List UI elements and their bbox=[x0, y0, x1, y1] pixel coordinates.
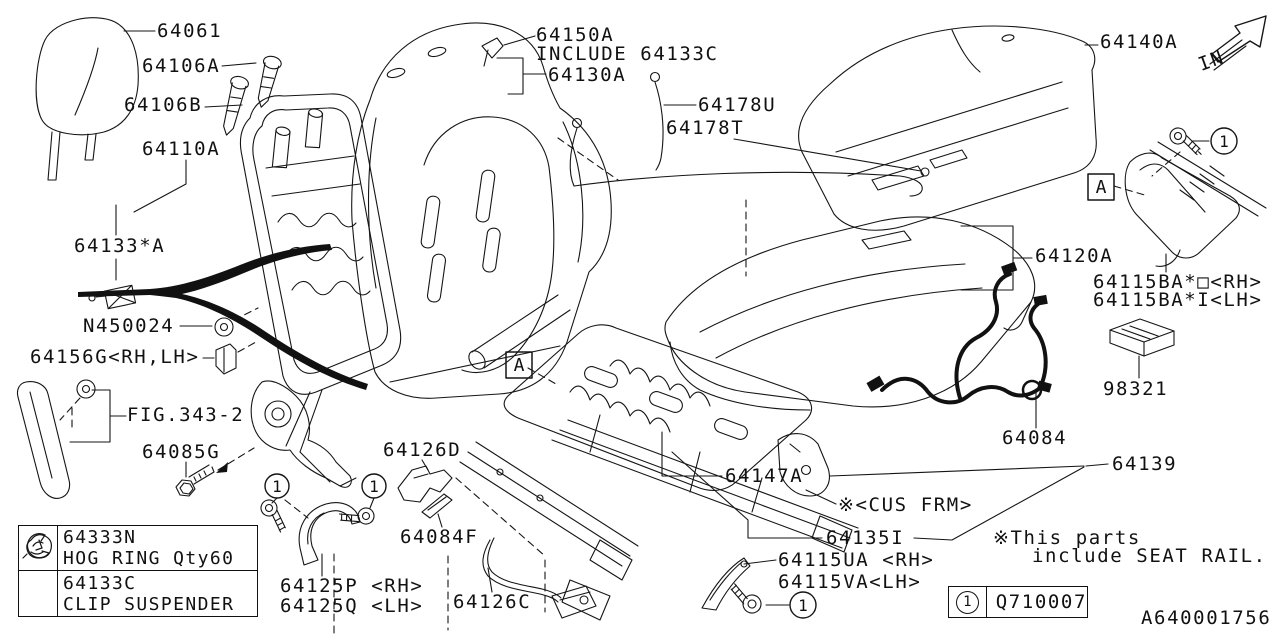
fastener-callout-2: 1 bbox=[272, 477, 282, 496]
ref-label-fig-343-2: FIG.343-2 bbox=[127, 404, 245, 426]
part-label-64115va: 64115VA<LH> bbox=[778, 571, 922, 593]
legend-part-desc: CLIP SUSPENDER bbox=[63, 593, 235, 615]
part-label-64061: 64061 bbox=[157, 20, 223, 42]
part-label-64110a: 64110A bbox=[142, 138, 221, 160]
part-label-64115ua: 64115UA <RH> bbox=[778, 549, 935, 571]
fastener-symbol-cell: 1 bbox=[949, 587, 987, 617]
note-cus-frm: ※<CUS FRM> bbox=[838, 494, 973, 516]
part-label-64156g: 64156G<RH,LH> bbox=[30, 346, 200, 368]
part-label-64139: 64139 bbox=[1112, 453, 1178, 475]
part-label-n450024: N450024 bbox=[83, 315, 175, 337]
section-ref-boxes: A A bbox=[505, 173, 1115, 379]
part-label-64106b: 64106B bbox=[124, 94, 203, 116]
seatback-wire-art bbox=[78, 244, 368, 390]
legend-row-clip: 64133C CLIP SUSPENDER bbox=[58, 571, 257, 616]
part-label-64125p: 64125P <RH> bbox=[280, 575, 424, 597]
bolt-64085g-art bbox=[175, 464, 215, 497]
wire-stays-art bbox=[569, 71, 930, 197]
note-seat-rail-1: ※This parts bbox=[993, 527, 1141, 549]
legend-table: 64333N HOG RING Qty60 64133C CLIP SUSPEN… bbox=[18, 525, 258, 617]
screw-icons bbox=[260, 127, 1202, 614]
part-label-64150a: 64150A bbox=[536, 24, 615, 46]
part-label-64085g: 64085G bbox=[142, 441, 221, 463]
part-label-64106a: 64106A bbox=[142, 55, 221, 77]
legend-row-hog-ring: 64333N HOG RING Qty60 bbox=[58, 526, 257, 571]
fastener-part-code: Q710007 bbox=[995, 591, 1087, 613]
part-label-98321: 98321 bbox=[1103, 378, 1169, 400]
section-ref-a1: A bbox=[514, 355, 525, 376]
frame-rail-assembly-art bbox=[459, 294, 859, 621]
part-label-64084f: 64084F bbox=[400, 526, 479, 548]
legend-part-desc: HOG RING Qty60 bbox=[63, 548, 235, 569]
clamp-64126d-art bbox=[397, 465, 453, 503]
leader-lines bbox=[109, 30, 1210, 606]
part-label-64135i: 64135I bbox=[826, 527, 905, 549]
in-direction-arrow-icon bbox=[1209, 15, 1267, 71]
cushion-cover-art bbox=[798, 25, 1097, 231]
part-label-64120a: 64120A bbox=[1035, 245, 1114, 267]
note-seat-rail-2: include SEAT RAIL. bbox=[1032, 545, 1267, 567]
part-label-64147a: 64147A bbox=[725, 465, 804, 487]
recliner-art bbox=[250, 380, 357, 488]
cover-64115ba-art bbox=[1124, 141, 1267, 267]
part-label-64178t: 64178T bbox=[666, 117, 745, 139]
legend-part-number: 64133C bbox=[63, 572, 137, 594]
module-98321-art bbox=[1109, 318, 1175, 357]
fastener-code-box: 1 Q710007 bbox=[948, 586, 1088, 618]
part-label-64140a: 64140A bbox=[1100, 31, 1179, 53]
bracket-64125p-art bbox=[298, 502, 361, 566]
dashed-lines bbox=[59, 137, 1181, 639]
cushion-pad-art bbox=[664, 216, 1036, 411]
fastener-circle-symbol: 1 bbox=[955, 590, 979, 614]
side-trim-fig343-art bbox=[16, 379, 111, 499]
clip-64156g-art bbox=[215, 343, 237, 375]
part-label-64125q: 64125Q <LH> bbox=[280, 595, 424, 617]
part-label-64126c: 64126C bbox=[453, 591, 532, 613]
part-label-64133-a: 64133*A bbox=[74, 235, 166, 257]
part-label-64126d: 64126D bbox=[383, 439, 462, 461]
part-label-include-64133c: INCLUDE 64133C bbox=[536, 43, 719, 65]
leader-arrowhead bbox=[216, 462, 228, 473]
seatback-frame-art bbox=[239, 93, 402, 453]
cable-64126c-art bbox=[482, 537, 597, 619]
part-label-64115ba-lh: 64115BA*I<LH> bbox=[1093, 289, 1263, 311]
part-label-64130a: 64130A bbox=[548, 64, 627, 86]
fastener-callouts: 1 1 1 1 bbox=[264, 127, 1238, 619]
bracket-64084f-art bbox=[421, 493, 453, 519]
clip-64133a-art bbox=[88, 284, 147, 310]
fastener-callout-3: 1 bbox=[369, 477, 379, 496]
fastener-callout-4: 1 bbox=[798, 596, 808, 615]
drawing-code: A640001756 bbox=[1141, 607, 1272, 629]
headrest-art bbox=[35, 17, 139, 181]
part-label-64084: 64084 bbox=[1002, 427, 1068, 449]
grommet-n450024-art bbox=[214, 317, 234, 337]
section-ref-a2: A bbox=[1096, 177, 1107, 198]
part-label-64178u: 64178U bbox=[698, 94, 777, 116]
fastener-callout-1: 1 bbox=[1219, 132, 1229, 151]
part-label-64115ba-rh: 64115BA*□<RH> bbox=[1093, 271, 1263, 293]
legend-part-number: 64333N bbox=[63, 527, 137, 548]
clip-suspender-icon bbox=[19, 534, 58, 616]
